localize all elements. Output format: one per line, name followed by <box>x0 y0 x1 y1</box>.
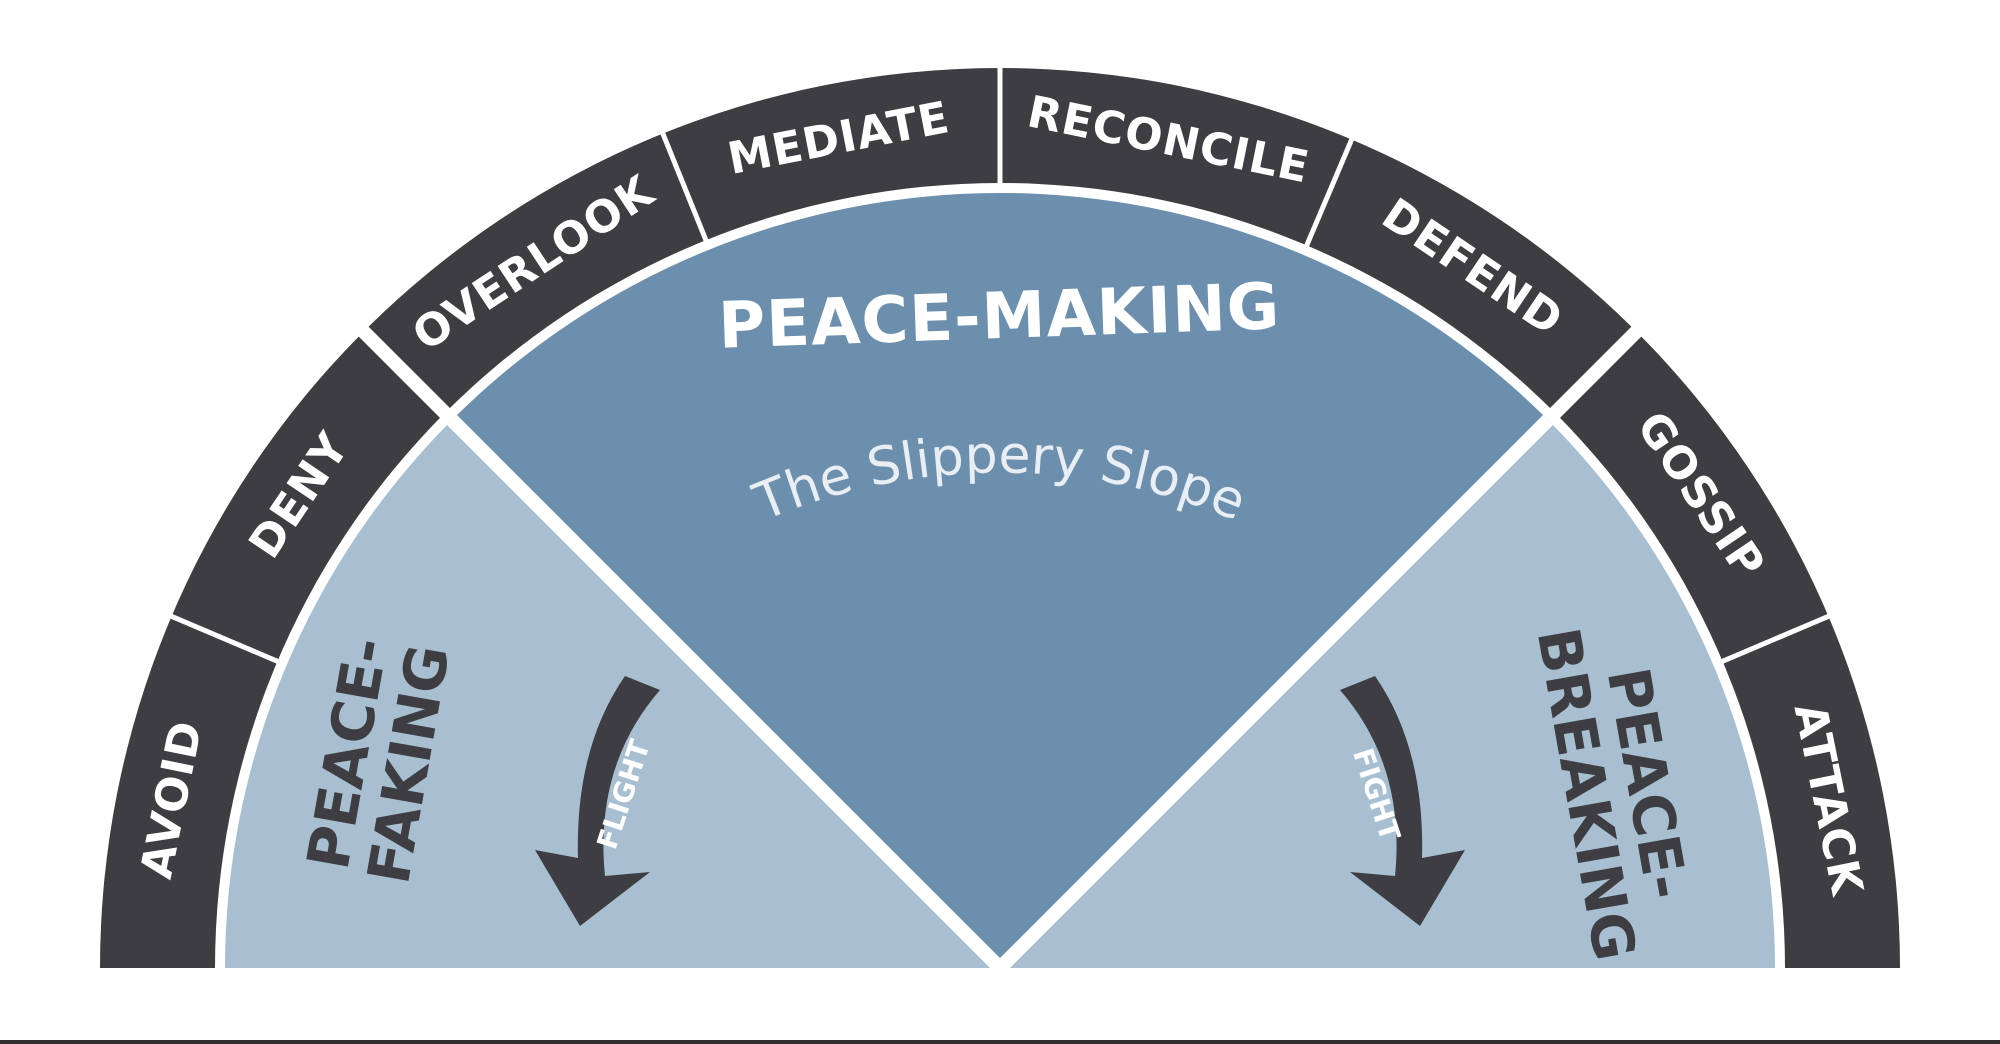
segment-divider <box>357 325 452 420</box>
segment-divider <box>1719 613 1832 665</box>
peace-faking-title: PEACE- FAKING <box>294 633 463 889</box>
peace-faking-zone <box>225 419 1000 968</box>
separators <box>168 66 1832 973</box>
peace-making-zone <box>451 192 1549 968</box>
bottom-rule <box>0 1040 2000 1044</box>
segment-divider <box>1548 325 1643 420</box>
peace-breaking-zone <box>1000 419 1775 968</box>
zone-divider <box>447 415 1005 973</box>
fight-arrow-icon <box>1340 676 1465 926</box>
outer-ring <box>100 68 1900 968</box>
segment-divider <box>659 130 710 243</box>
flight-arrow-icon <box>535 676 660 926</box>
peace-breaking-title: PEACE- BREAKING <box>1524 623 1701 966</box>
segment-divider <box>168 613 281 665</box>
segment-divider <box>1303 136 1355 249</box>
zone-divider <box>995 415 1553 973</box>
